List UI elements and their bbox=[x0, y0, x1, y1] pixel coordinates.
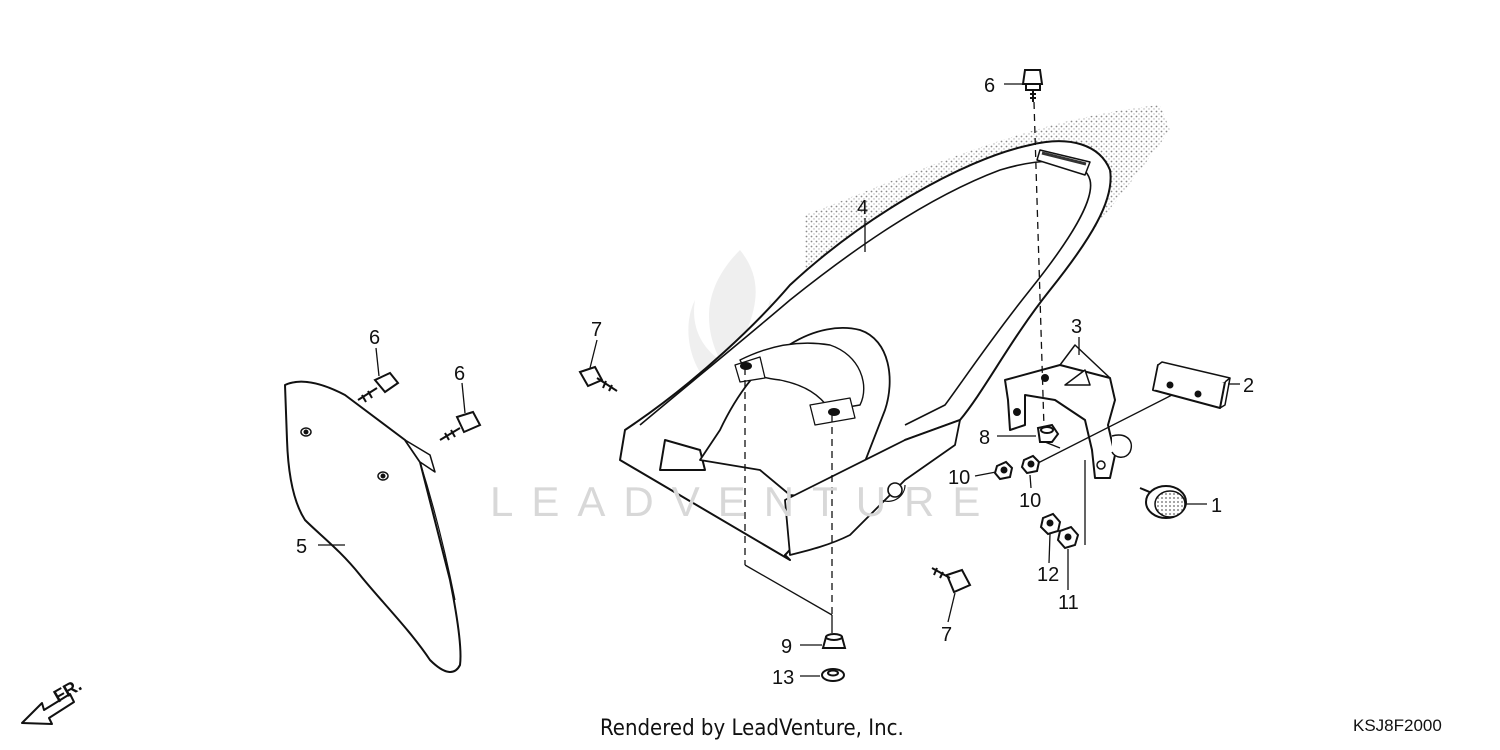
callout-10-left: 10 bbox=[948, 467, 970, 489]
nut-12 bbox=[1039, 512, 1062, 536]
footer-credit: Rendered by LeadVenture, Inc. bbox=[600, 716, 904, 741]
nut-10-left bbox=[993, 460, 1014, 481]
bolt-6-top bbox=[1021, 69, 1044, 102]
callout-6-left: 6 bbox=[369, 327, 380, 349]
reflector bbox=[1139, 485, 1187, 519]
license-bracket bbox=[1004, 344, 1132, 479]
washer-13 bbox=[821, 668, 845, 682]
leader-lines bbox=[318, 83, 1240, 677]
callout-5: 5 bbox=[296, 536, 307, 558]
assembly-lines bbox=[744, 101, 1173, 633]
side-cover bbox=[284, 380, 462, 673]
callout-2: 2 bbox=[1243, 375, 1254, 397]
callout-1: 1 bbox=[1211, 495, 1222, 517]
callout-7-left: 7 bbox=[591, 319, 602, 341]
bolt-7-left bbox=[578, 365, 618, 392]
nut-10-right bbox=[1020, 454, 1041, 475]
callout-4: 4 bbox=[857, 197, 868, 219]
nut-9 bbox=[821, 633, 847, 649]
nut-11 bbox=[1056, 525, 1080, 550]
callout-6-top: 6 bbox=[984, 75, 995, 97]
callout-9: 9 bbox=[781, 636, 792, 658]
plate bbox=[1152, 361, 1231, 409]
nut-8 bbox=[1036, 423, 1060, 443]
diagram-code: KSJ8F2000 bbox=[1353, 716, 1442, 735]
callout-13: 13 bbox=[772, 667, 794, 689]
callout-7-bottom: 7 bbox=[941, 624, 952, 646]
callout-6-right: 6 bbox=[454, 363, 465, 385]
rear-fender bbox=[619, 140, 1112, 561]
callout-8: 8 bbox=[979, 427, 990, 449]
callout-10-right: 10 bbox=[1019, 490, 1041, 512]
bolt-6-right bbox=[439, 410, 482, 441]
watermark-text: LEADVENTURE bbox=[490, 478, 999, 525]
callout-labels: 6 4 3 2 1 6 6 7 5 8 10 10 12 11 7 9 13 bbox=[296, 75, 1254, 689]
bolt-6-left bbox=[357, 371, 400, 403]
front-direction-arrow-icon: FR. bbox=[21, 675, 85, 725]
bolt-7-bottom bbox=[931, 567, 972, 594]
direction-label: FR. bbox=[50, 675, 85, 707]
callout-12: 12 bbox=[1037, 564, 1059, 586]
callout-11: 11 bbox=[1058, 592, 1079, 614]
callout-3: 3 bbox=[1071, 316, 1082, 338]
